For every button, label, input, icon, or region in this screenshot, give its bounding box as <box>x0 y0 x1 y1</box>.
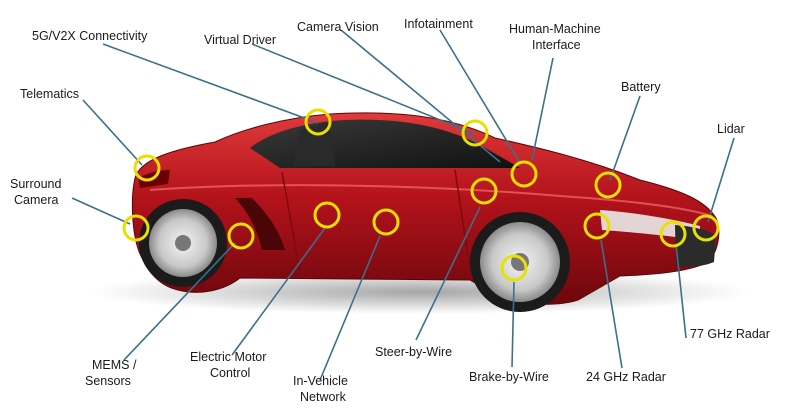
label-24ghz-radar: 24 GHz Radar <box>586 370 666 384</box>
label-ivn-line1: In-Vehicle <box>293 374 348 388</box>
label-motor-line1: Electric Motor <box>190 350 266 364</box>
label-brake-by-wire: Brake-by-Wire <box>469 370 549 384</box>
label-infotainment: Infotainment <box>404 17 473 31</box>
label-camera-vision: Camera Vision <box>297 20 379 34</box>
hotspots <box>122 108 720 282</box>
hotspot-telematics[interactable] <box>133 154 161 182</box>
hotspot-hmi[interactable] <box>510 160 538 188</box>
label-hmi-line2: Interface <box>532 38 581 52</box>
hotspot-camera-vision[interactable] <box>461 119 489 147</box>
leader-lines <box>71 29 735 381</box>
label-surround-line1: Surround <box>10 177 61 191</box>
labels: 5G/V2X Connectivity Virtual Driver Camer… <box>10 17 770 404</box>
label-connectivity: 5G/V2X Connectivity <box>32 29 148 43</box>
label-virtual-driver: Virtual Driver <box>204 33 276 47</box>
car-illustration <box>131 112 720 312</box>
label-77ghz-radar: 77 GHz Radar <box>690 327 770 341</box>
hotspot-motor-control[interactable] <box>313 201 341 229</box>
label-mems-line1: MEMS / <box>92 358 137 372</box>
label-telematics: Telematics <box>20 87 79 101</box>
hotspot-brake-by-wire[interactable] <box>500 254 528 282</box>
front-wheel <box>470 212 570 312</box>
hotspot-virtual-driver[interactable] <box>470 177 498 205</box>
label-lidar: Lidar <box>717 122 745 136</box>
hotspot-mems[interactable] <box>227 222 255 250</box>
label-hmi-line1: Human-Machine <box>509 22 601 36</box>
label-ivn-line2: Network <box>300 390 347 404</box>
hotspot-24ghz-radar[interactable] <box>583 212 611 240</box>
hotspot-in-vehicle-network[interactable] <box>372 208 400 236</box>
label-steer-by-wire: Steer-by-Wire <box>375 345 452 359</box>
label-mems-line2: Sensors <box>85 374 131 388</box>
label-battery: Battery <box>621 80 661 94</box>
hotspot-connectivity[interactable] <box>304 108 332 136</box>
hotspot-surround-camera[interactable] <box>122 214 150 242</box>
rear-wheel <box>139 199 227 287</box>
hotspot-lidar[interactable] <box>692 214 720 242</box>
label-surround-line2: Camera <box>14 193 59 207</box>
label-motor-line2: Control <box>210 366 250 380</box>
hotspot-77ghz-radar[interactable] <box>659 220 687 248</box>
hotspot-battery[interactable] <box>594 171 622 199</box>
